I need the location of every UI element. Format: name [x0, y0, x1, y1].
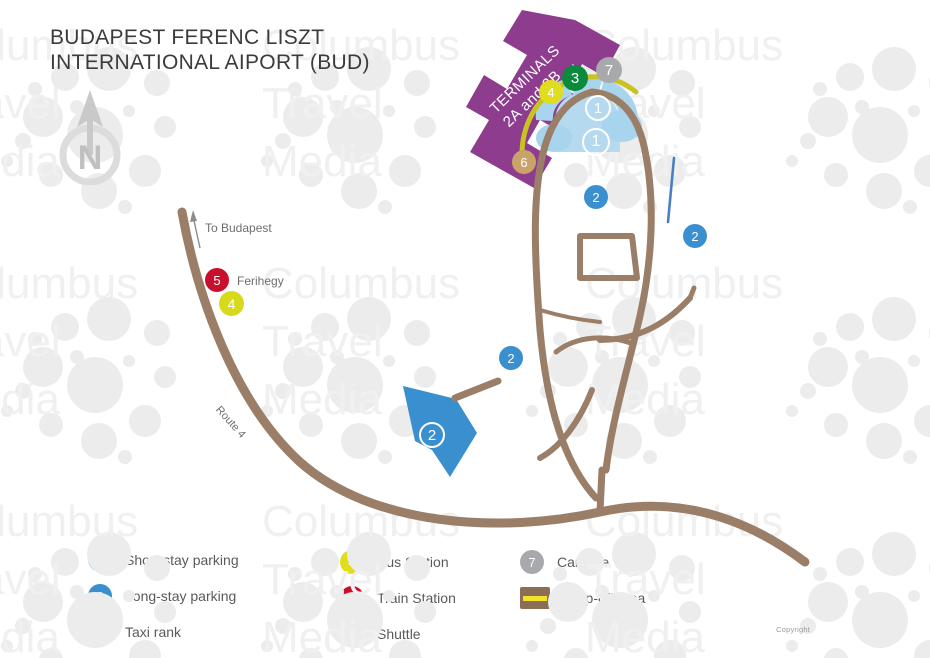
copyright-text: Copyright [776, 625, 810, 634]
page-title: BUDAPEST FERENC LISZT INTERNATIONAL AIPO… [50, 25, 370, 75]
label-to-budapest: To Budapest [205, 221, 272, 235]
map-marker-6[interactable]: 6 [512, 150, 536, 174]
map-marker-4[interactable]: 4 [219, 291, 244, 316]
title-line-1: BUDAPEST FERENC LISZT [50, 26, 325, 49]
map-marker-2[interactable]: 2 [499, 346, 523, 370]
map-marker-2[interactable]: 2 [419, 422, 445, 448]
to-budapest-arrow [190, 210, 201, 249]
map-marker-5[interactable]: 5 [205, 268, 229, 292]
map-marker-4[interactable]: 4 [539, 80, 563, 104]
compass-rose: N [55, 85, 125, 186]
map-marker-1[interactable]: 1 [585, 95, 611, 121]
map-marker-7[interactable]: 7 [596, 57, 622, 83]
map-marker-3[interactable]: 3 [562, 65, 588, 91]
map-marker-2[interactable]: 2 [683, 224, 707, 248]
map-marker-1[interactable]: 1 [582, 128, 610, 156]
map-marker-2[interactable]: 2 [584, 185, 608, 209]
compass-letter: N [78, 139, 103, 177]
label-ferihegy: Ferihegy [237, 274, 284, 288]
stream-line [666, 156, 676, 224]
title-line-2: INTERNATIONAL AIPORT (BUD) [50, 51, 370, 74]
